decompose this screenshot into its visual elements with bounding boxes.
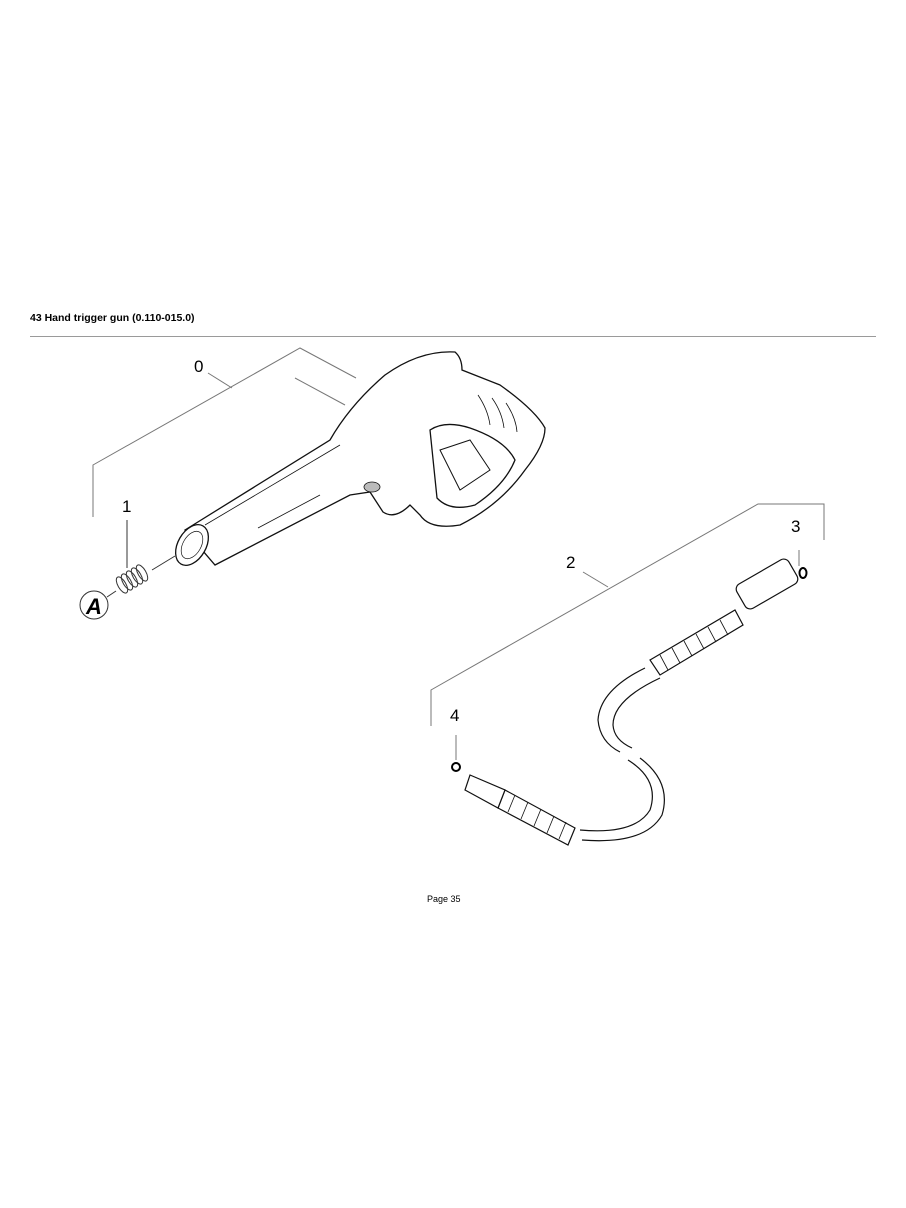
callout-2-leader [430, 503, 825, 760]
callout-0-leader [92, 347, 357, 517]
svg-text:A: A [85, 594, 102, 619]
detail-marker-a: A [79, 590, 109, 620]
section-title: 43 Hand trigger gun (0.110-015.0) [30, 312, 195, 324]
callout-3: 3 [791, 517, 801, 536]
header-divider [30, 336, 876, 337]
o-ring-4 [451, 762, 461, 772]
callout-4: 4 [450, 706, 460, 725]
hose-part [464, 558, 799, 846]
callout-1: 1 [122, 497, 132, 516]
page-number: Page 35 [427, 894, 461, 904]
trigger-gun-part [174, 351, 546, 566]
spring-part [106, 520, 176, 598]
callout-2: 2 [566, 553, 576, 572]
callout-0: 0 [194, 357, 204, 376]
o-ring-3 [798, 567, 808, 579]
